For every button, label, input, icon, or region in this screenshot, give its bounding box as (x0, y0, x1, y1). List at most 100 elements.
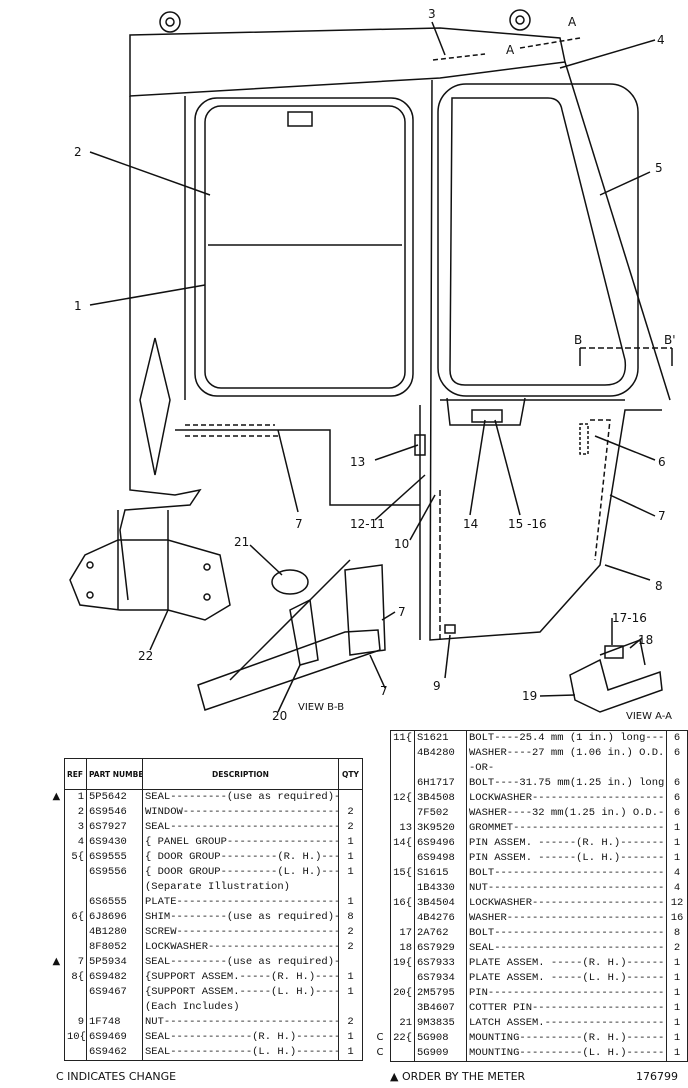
description-cell: PIN ASSEM. ------(L. H.)--------- (466, 851, 667, 866)
callout-10: 10 (394, 537, 409, 551)
ref-cell: 10{ (64, 1030, 87, 1045)
qty-cell: 1 (666, 1016, 688, 1031)
description-cell: MOUNTING----------(L. H.)-------- (466, 1046, 667, 1062)
qty-cell (338, 880, 363, 895)
parts-row: 26S9546WINDOW---------------------------… (64, 805, 363, 820)
qty-cell: 2 (338, 820, 363, 835)
order-by-meter-mark: ▲ (52, 956, 61, 967)
parts-row: 8{6S9482{SUPPORT ASSEM.-----(R. H.)-----… (64, 970, 363, 985)
ref-cell (390, 746, 415, 761)
description-cell: COTTER PIN------------------------ (466, 1001, 667, 1016)
qty-cell: 6 (666, 806, 688, 821)
part-number-cell (414, 761, 467, 776)
part-number-cell: 5G909 (414, 1046, 467, 1062)
parts-row: 5{6S9555{ DOOR GROUP---------(R. H.)----… (64, 850, 363, 865)
qty-cell: 8 (338, 910, 363, 925)
qty-cell: 1 (666, 821, 688, 836)
ref-cell: 7 (64, 955, 87, 970)
part-number-cell: 3K9520 (414, 821, 467, 836)
ref-cell: 13 (390, 821, 415, 836)
ref-cell: 1 (64, 789, 87, 805)
callout-20: 20 (272, 709, 287, 723)
part-number-cell: 5P5642 (86, 789, 143, 805)
description-cell: (Separate Illustration) (142, 880, 339, 895)
description-cell: {SUPPORT ASSEM.-----(L. H.)-------- (142, 985, 339, 1000)
ref-cell: 14{ (390, 836, 415, 851)
part-number-cell: 6S9467 (86, 985, 143, 1000)
part-number-cell: 2M5795 (414, 986, 467, 1001)
callout-8: 8 (655, 579, 663, 593)
part-number-cell: 1F748 (86, 1015, 143, 1030)
description-cell: BOLT------------------------------ (466, 866, 667, 881)
description-cell: SEAL-------------(R. H.)----------- (142, 1030, 339, 1045)
parts-row: 36S7927SEAL-----------------------------… (64, 820, 363, 835)
ref-cell: 17 (390, 926, 415, 941)
qty-cell (338, 1000, 363, 1015)
qty-cell: 6 (666, 791, 688, 806)
callout-14: 14 (463, 517, 478, 531)
qty-cell: 2 (338, 940, 363, 955)
part-number-cell: 6S9430 (86, 835, 143, 850)
qty-cell: 1 (666, 1001, 688, 1016)
ref-cell (390, 1001, 415, 1016)
parts-row: -OR- (390, 761, 688, 776)
section-b-label-1: B (574, 333, 582, 347)
part-number-cell: S1621 (414, 730, 467, 746)
description-cell: MOUNTING----------(R. H.)-------- (466, 1031, 667, 1046)
description-cell: LOCKWASHER------------------------ (466, 896, 667, 911)
description-cell: SHIM---------(use as required)----- (142, 910, 339, 925)
description-cell: BOLT----25.4 mm (1 in.) long---- (466, 730, 667, 746)
part-number-cell (86, 1000, 143, 1015)
part-number-cell: 3B4508 (414, 791, 467, 806)
qty-cell: 1 (666, 836, 688, 851)
ref-cell (64, 985, 87, 1000)
description-cell: SEAL---------(use as required)------ (142, 955, 339, 970)
callout-15-16: 15 -16 (508, 517, 547, 531)
order-by-meter-note: ▲ ORDER BY THE METER (390, 1070, 526, 1083)
callout-17-16: 17-16 (612, 611, 647, 625)
section-b-label-2: B' (664, 333, 676, 347)
parts-row: 4B1280SCREW-----------------------------… (64, 925, 363, 940)
part-number-cell: 8F8052 (86, 940, 143, 955)
description-cell: SEAL------------------------------- (142, 820, 339, 835)
part-number-cell: 6S7929 (414, 941, 467, 956)
part-number-cell: 5P5934 (86, 955, 143, 970)
part-number-cell: 6S6555 (86, 895, 143, 910)
qty-cell: 1 (338, 1045, 363, 1061)
description-cell: WASHER----27 mm (1.06 in.) O.D.-- (466, 746, 667, 761)
description-cell: LOCKWASHER-------------------------- (142, 940, 339, 955)
ref-cell (64, 925, 87, 940)
qty-cell: 1 (338, 895, 363, 910)
callout-21: 21 (234, 535, 249, 549)
header-qty: QTY (338, 758, 363, 790)
ref-cell: 3 (64, 820, 87, 835)
description-cell: PIN ASSEM. ------(R. H.)--------- (466, 836, 667, 851)
callout-7-d: 7 (380, 684, 388, 698)
part-number-cell: 7F502 (414, 806, 467, 821)
description-cell: WASHER----32 mm(1.25 in.) O.D.--- (466, 806, 667, 821)
part-number-cell: 6S7934 (414, 971, 467, 986)
part-number-cell: 6S9462 (86, 1045, 143, 1061)
part-number-cell: 1B4330 (414, 881, 467, 896)
qty-cell: 16 (666, 911, 688, 926)
part-number-cell: 6S9546 (86, 805, 143, 820)
description-cell: WINDOW----------------------------- (142, 805, 339, 820)
ref-cell (390, 806, 415, 821)
part-number-cell: 3B4504 (414, 896, 467, 911)
